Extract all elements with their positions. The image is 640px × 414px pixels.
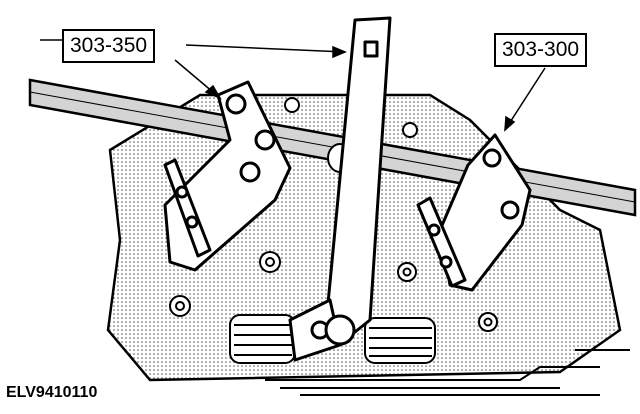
left-bracket-tool (163, 80, 292, 272)
right-bracket-tool (416, 133, 532, 292)
head-bolts (169, 97, 498, 332)
valve-springs (229, 314, 436, 364)
lever-tool (288, 16, 392, 362)
figure-id: ELV9410110 (6, 384, 98, 401)
head-gasket-edge (265, 366, 600, 396)
leader-lines (40, 39, 546, 132)
tool-callout-303-300: 303-300 (494, 33, 588, 67)
tool-callout-303-350: 303-350 (62, 29, 156, 63)
